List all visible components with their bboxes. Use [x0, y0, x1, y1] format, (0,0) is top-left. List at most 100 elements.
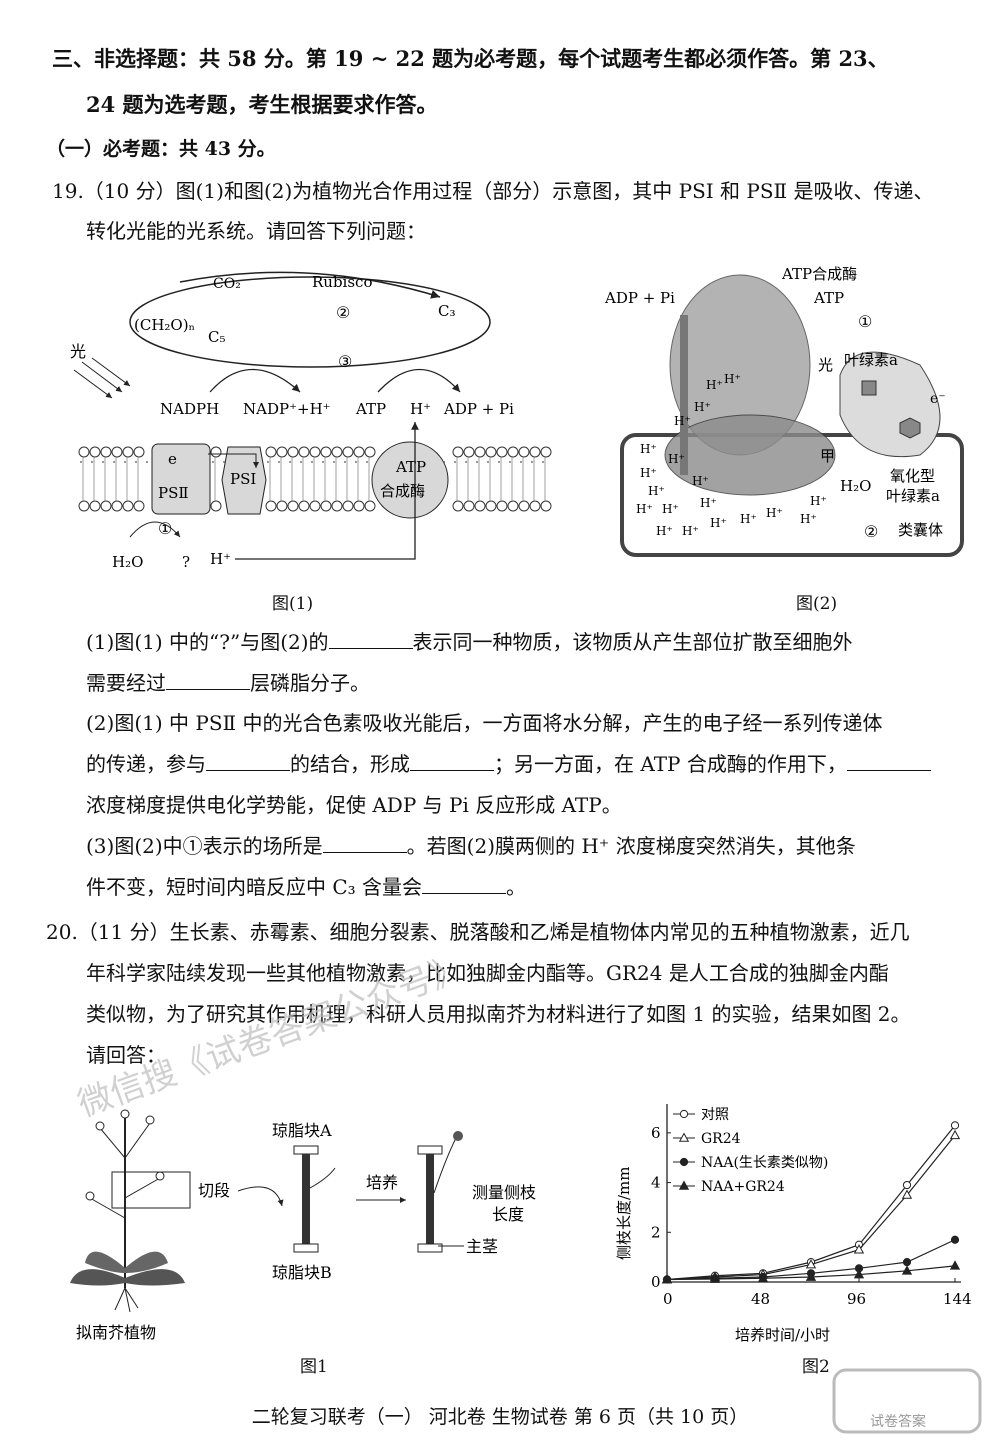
- chart-point: [853, 1244, 865, 1254]
- q19-p1-text-d: 层磷脂分子。: [250, 671, 370, 695]
- chart-y-tick: 6: [651, 1124, 661, 1142]
- answer-blank[interactable]: [206, 750, 290, 771]
- chart-point: [901, 1265, 913, 1275]
- q19-part2-line1: (2)图(1) 中 PSⅡ 中的光合色素吸收光能后，一方面将水分解，产生的电子经…: [86, 711, 883, 735]
- chart-point: [949, 1129, 961, 1140]
- fig2-chla: 叶绿素a: [844, 351, 898, 369]
- h-ion-label: H⁺: [668, 452, 685, 466]
- chart-legend-entry: NAA+GR24: [701, 1179, 785, 1195]
- fig1-atpsyn-1: ATP: [395, 458, 426, 476]
- fig1-light-label: 光: [70, 342, 86, 361]
- chart-point: [678, 1180, 690, 1190]
- q19-part2-line2: 的传递，参与的结合，形成；另一方面，在 ATP 合成酶的作用下，: [86, 749, 931, 779]
- h-ion-label: H⁺: [810, 494, 827, 508]
- measure-label-2: 长度: [492, 1205, 524, 1224]
- chart-y-tick: 0: [651, 1273, 661, 1291]
- fig1-circle2: ②: [336, 303, 350, 322]
- chart-point: [853, 1269, 865, 1279]
- measure-label-1: 测量侧枝: [472, 1183, 536, 1202]
- q19-part1-line1: (1)图(1) 中的“?”与图(2)的表示同一种物质，该物质从产生部位扩散至细胞…: [86, 627, 853, 657]
- fig1-question: ?: [182, 553, 190, 571]
- fig1-ps2: PSⅡ: [158, 484, 189, 502]
- q19-part2-line3: 浓度梯度提供电化学势能，促使 ADP 与 Pi 反应形成 ATP。: [86, 793, 622, 817]
- fig1-c5: C₅: [208, 328, 226, 346]
- q19-p3-text-a: (3)图(2)中①表示的场所是: [86, 834, 323, 858]
- h-ion-label: H⁺: [710, 516, 727, 530]
- h-ion-label: H⁺: [640, 442, 657, 456]
- fig2-atp: ATP: [813, 289, 844, 307]
- agar-b-label: 琼脂块B: [272, 1263, 332, 1282]
- subsection-title: （一）必考题：共 43 分。: [46, 138, 276, 160]
- h-ion-label: H⁺: [640, 466, 657, 480]
- plant-label: 拟南芥植物: [76, 1323, 156, 1342]
- q20-stem-line3: 类似物，为了研究其作用机理，科研人员用拟南芥为材料进行了如图 1 的实验，结果如…: [86, 1002, 911, 1026]
- h-ion-label: H⁺: [700, 496, 717, 510]
- h-ion-label: H⁺: [692, 474, 709, 488]
- fig2-e: e⁻: [930, 391, 946, 407]
- fig1-hplus-bottom: H⁺: [210, 550, 231, 568]
- chart-point: [950, 1121, 960, 1130]
- answer-blank[interactable]: [846, 750, 931, 771]
- chart-x-tick: 144: [943, 1290, 972, 1308]
- h-ion-label: H⁺: [682, 524, 699, 538]
- stem-label: 主茎: [466, 1237, 498, 1256]
- cut-label: 切段: [198, 1181, 230, 1200]
- answer-blank[interactable]: [422, 873, 507, 894]
- logo-stamp: 试卷答案: [832, 1368, 982, 1434]
- fig1-circle3: ③: [338, 352, 352, 371]
- h-ion-label: H⁺: [766, 506, 783, 520]
- chart-x-tick: 96: [847, 1290, 866, 1308]
- chart-x-tick: 48: [751, 1290, 770, 1308]
- q20-stem-line2: 年科学家陆续发现一些其他植物激素，比如独脚金内酯等。GR24 是人工合成的独脚金…: [86, 961, 889, 985]
- chart-x-tick: 0: [663, 1290, 673, 1308]
- answer-blank[interactable]: [328, 628, 413, 649]
- answer-blank[interactable]: [410, 750, 494, 771]
- chart-point: [679, 1109, 689, 1119]
- fig2-light: 光: [818, 356, 833, 374]
- figure-1-caption: 图(1): [272, 594, 314, 614]
- h-ion-label: H⁺: [740, 512, 757, 526]
- h-ion-label: H⁺: [648, 484, 665, 498]
- h-ion-label: H⁺: [724, 372, 741, 386]
- answer-blank[interactable]: [322, 832, 407, 853]
- chart-point: [902, 1258, 912, 1267]
- q20-figure-1-experiment: 拟南芥植物 切段 琼脂块A 琼脂块B 培养 测量侧枝 长度 主茎: [70, 1109, 536, 1342]
- culture-label: 培养: [366, 1173, 398, 1192]
- chart-legend-entry: NAA(生长素类似物): [701, 1155, 828, 1171]
- q20-figure-1-caption: 图1: [300, 1357, 328, 1377]
- chart-y-tick: 4: [651, 1174, 661, 1192]
- fig1-adp-pi: ADP + Pi: [443, 400, 514, 418]
- h-ion-label: H⁺: [656, 524, 673, 538]
- fig1-circle1: ①: [158, 519, 172, 538]
- q19-p2-text-d: ；另一方面，在 ATP 合成酶的作用下，: [494, 752, 847, 776]
- answer-blank[interactable]: [166, 669, 250, 690]
- q19-p3-text-b: 。若图(2)膜两侧的 H⁺ 浓度梯度突然消失，其他条: [406, 834, 856, 858]
- fig1-e: e: [168, 450, 177, 468]
- figure-2-atp-synthase: ADP + Pi ATP合成酶 ATP ① 光 叶绿素a e⁻ 甲 H₂O 氧化…: [604, 265, 964, 557]
- chart-point: [678, 1132, 690, 1142]
- fig1-rubisco: Rubisco: [312, 273, 372, 291]
- q19-stem-line1: 19.（10 分）图(1)和图(2)为植物光合作用过程（部分）示意图，其中 PS…: [52, 179, 934, 203]
- q19-stem-line2: 转化光能的光系统。请回答下列问题：: [86, 219, 426, 243]
- fig2-adp-pi: ADP + Pi: [604, 289, 675, 307]
- fig2-h2o: H₂O: [840, 477, 871, 495]
- q19-p1-text-c: 需要经过: [86, 671, 166, 695]
- q19-part1-line2: 需要经过 层磷脂分子。: [86, 668, 370, 698]
- fig1-nadph: NADPH: [160, 400, 219, 418]
- chart-point: [661, 1273, 673, 1284]
- chart-point: [950, 1235, 960, 1244]
- fig1-nadp: NADP⁺+H⁺: [243, 400, 331, 418]
- chart-legend-entry: 对照: [701, 1107, 729, 1123]
- q19-p3-text-c: 件不变，短时间内暗反应中 C₃ 含量会: [86, 875, 423, 899]
- h-ion-label: H⁺: [662, 502, 679, 516]
- fig1-ps1: PSⅠ: [230, 470, 256, 488]
- chart-y-tick: 2: [651, 1223, 661, 1241]
- chart-point: [805, 1271, 817, 1281]
- chart-point: [902, 1180, 912, 1190]
- figure-2-caption: 图(2): [796, 594, 838, 614]
- fig2-ox-2: 叶绿素a: [886, 487, 940, 505]
- chart-point: [901, 1189, 913, 1199]
- fig2-thylakoid: 类囊体: [898, 521, 943, 539]
- h-ion-label: H⁺: [800, 512, 817, 526]
- q19-p2-text-c: 的结合，形成: [290, 752, 410, 776]
